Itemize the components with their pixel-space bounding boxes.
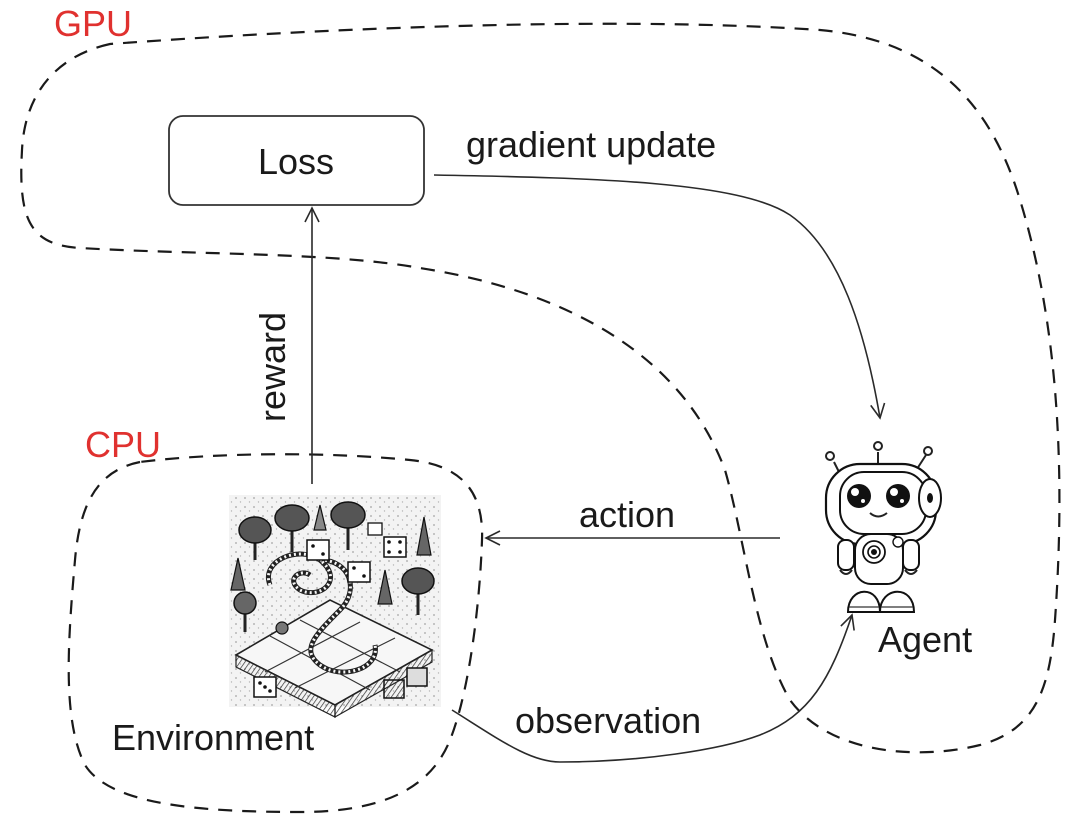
cpu-label: CPU (85, 424, 161, 465)
environment-label: Environment (112, 717, 314, 758)
gradient-update-arrow (433, 174, 886, 420)
gradient-update-label: gradient update (466, 124, 716, 165)
observation-arrow (451, 613, 855, 763)
observation-label: observation (515, 700, 701, 741)
tree-icon (230, 501, 435, 632)
action-label: action (579, 494, 675, 535)
dice-icon (253, 522, 428, 699)
gpu-region-boundary (20, 22, 1061, 754)
reward-label: reward (252, 312, 293, 422)
cpu-region-boundary (67, 453, 484, 814)
loss-node: Loss (168, 115, 425, 206)
robot-icon (824, 441, 942, 613)
environment-illustration (229, 495, 441, 719)
agent-label: Agent (878, 619, 972, 660)
loss-label: Loss (258, 141, 334, 182)
loss-box (168, 115, 425, 206)
gpu-label: GPU (54, 3, 132, 44)
